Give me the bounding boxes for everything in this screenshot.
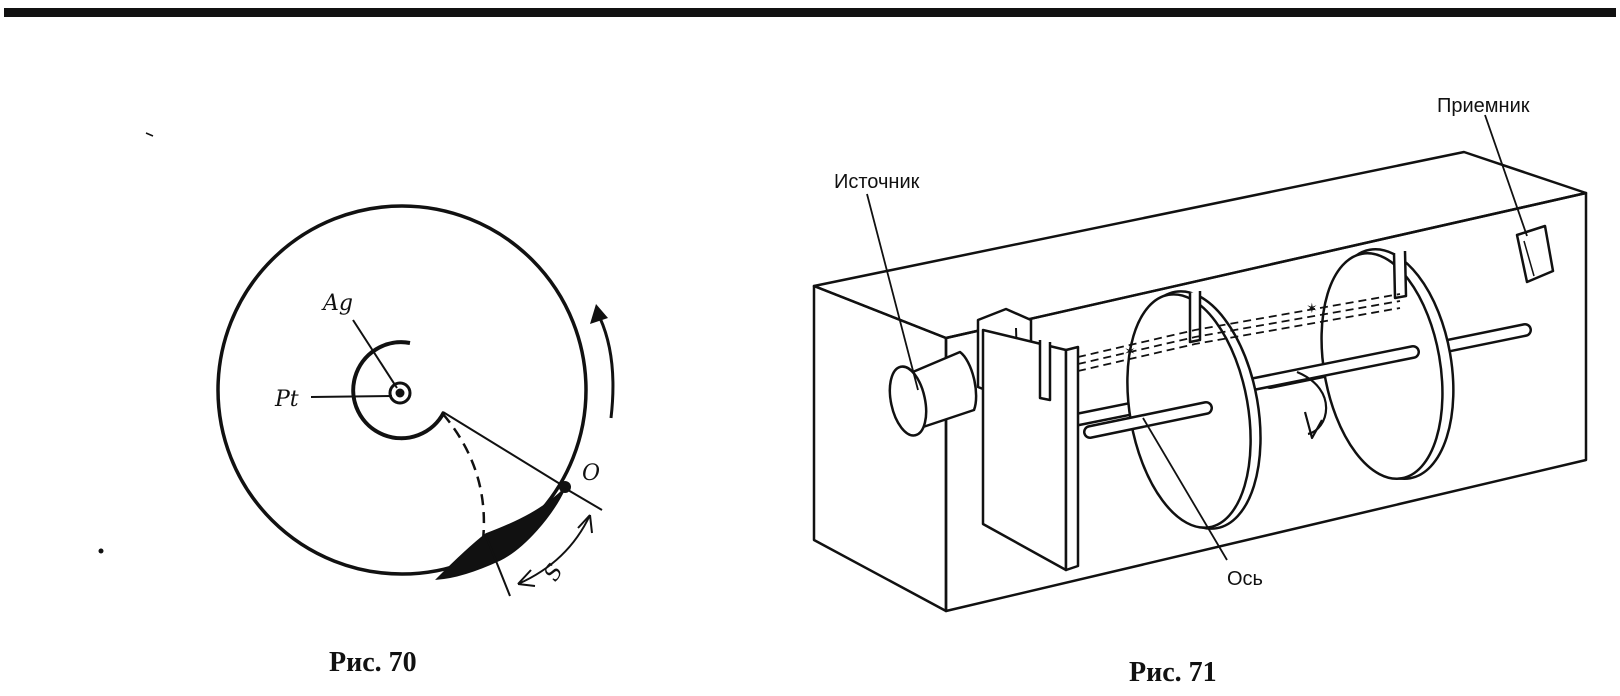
box-front-face bbox=[812, 284, 948, 613]
deposit bbox=[435, 487, 566, 580]
top-rule bbox=[4, 8, 1616, 17]
rotation-arrowhead-axle bbox=[1303, 411, 1323, 440]
central-wire-core bbox=[395, 388, 405, 398]
label-o: O bbox=[582, 461, 600, 486]
pt-leader bbox=[310, 395, 393, 398]
label-s: S bbox=[539, 560, 568, 586]
inner-cylinder bbox=[351, 340, 446, 441]
light-beam bbox=[1077, 293, 1401, 358]
slit-plate-front-edge bbox=[1064, 345, 1080, 572]
stray-dot bbox=[98, 548, 104, 554]
receiver bbox=[1515, 224, 1555, 284]
light-beam-2 bbox=[1077, 300, 1401, 365]
beam-mark-1: ✶ bbox=[1124, 343, 1136, 359]
box-right-face bbox=[944, 191, 1588, 613]
slit-plate-front bbox=[981, 328, 1068, 572]
light-beam-3 bbox=[1077, 307, 1401, 372]
axle-front-fill bbox=[1085, 403, 1211, 437]
label-source: Источник bbox=[834, 171, 920, 193]
axis-leader bbox=[1142, 417, 1228, 561]
s-tick-left bbox=[485, 535, 511, 597]
beam-mark-2: ✶ bbox=[1306, 300, 1318, 316]
label-receiver: Приемник bbox=[1437, 95, 1530, 117]
caption-fig-70: Рис. 70 bbox=[329, 647, 417, 678]
disk-2-slit bbox=[1392, 250, 1408, 300]
s-arc bbox=[517, 514, 591, 585]
disk-1-slit bbox=[1188, 291, 1202, 344]
figure-70 bbox=[98, 132, 615, 597]
rotation-arrow-icon-axle bbox=[1296, 370, 1328, 436]
ag-leader bbox=[352, 319, 398, 389]
stray-mark bbox=[145, 132, 154, 137]
receiver-leader bbox=[1484, 114, 1528, 237]
slit-front-notch bbox=[1038, 340, 1052, 402]
receiver-edge bbox=[1523, 240, 1535, 277]
caption-fig-71: Рис. 71 bbox=[1129, 657, 1217, 688]
label-axis: Ось bbox=[1227, 568, 1263, 590]
s-arrow-left bbox=[517, 569, 536, 587]
radius-line bbox=[442, 411, 566, 488]
label-ag: Ag bbox=[321, 291, 353, 316]
rotation-arrow-icon bbox=[598, 317, 615, 419]
s-arrow-right bbox=[577, 514, 593, 534]
s-tick-right bbox=[567, 489, 603, 511]
label-pt: Pt bbox=[274, 387, 299, 412]
drum-circle bbox=[216, 204, 588, 576]
central-wire bbox=[388, 381, 412, 405]
source-leader bbox=[866, 193, 919, 391]
rotation-arrowhead bbox=[590, 304, 608, 324]
figure-71: ✶ ✶ bbox=[812, 114, 1588, 613]
